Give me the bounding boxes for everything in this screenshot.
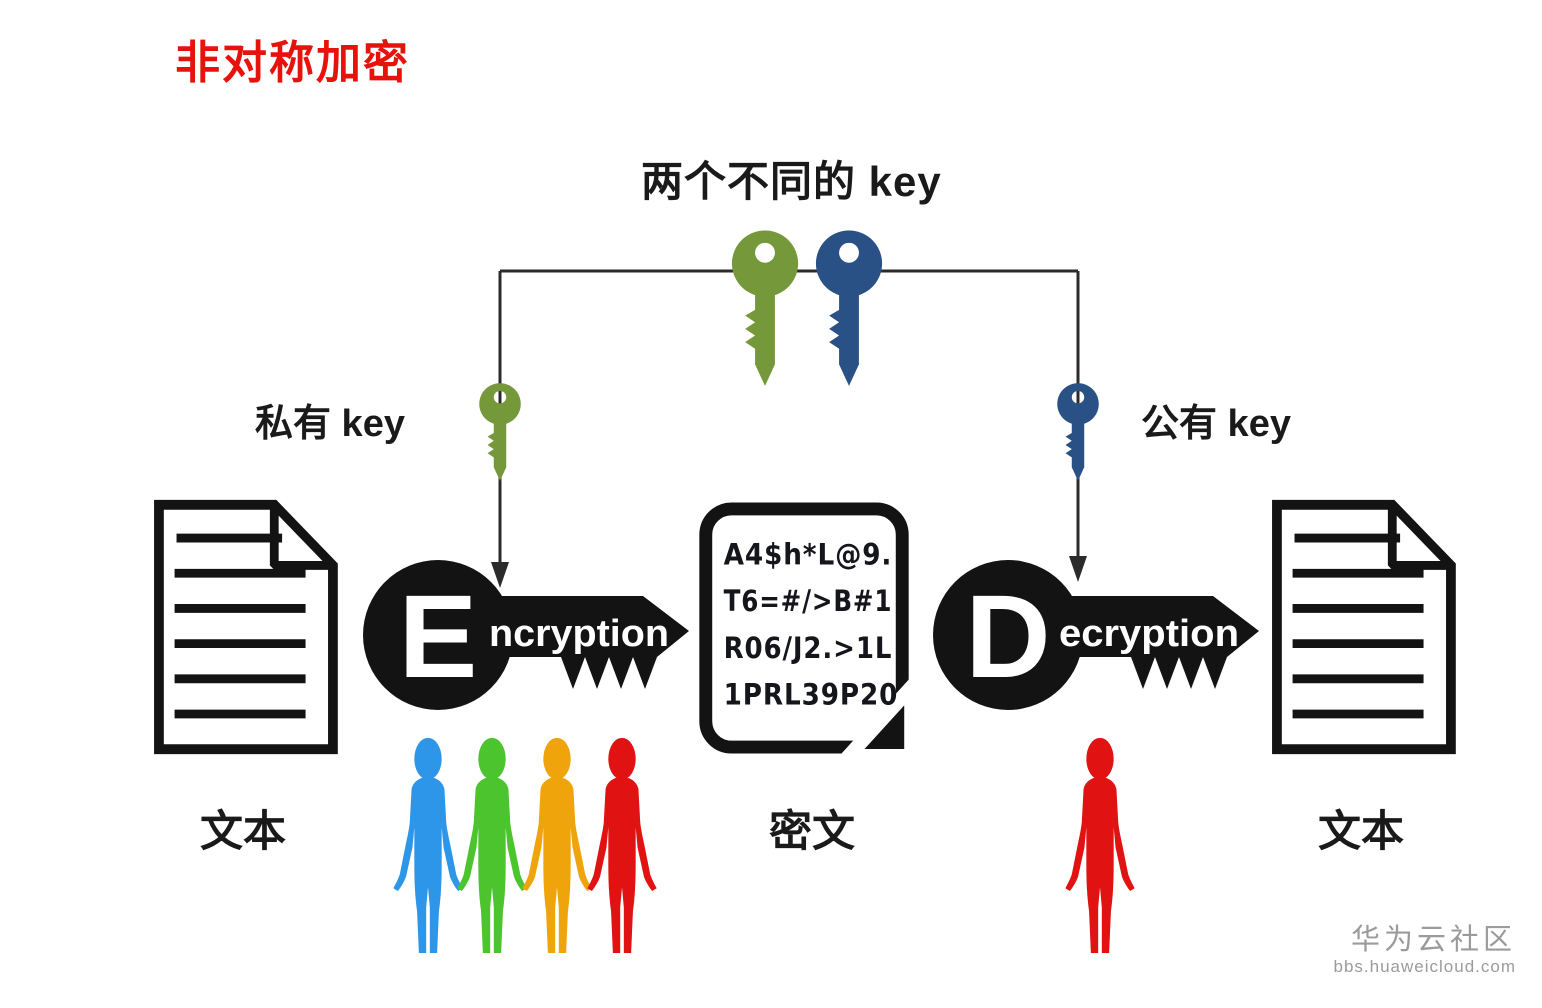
- arrow-head-right: [1069, 556, 1087, 582]
- cipher-line: T6=#/>B#1: [724, 584, 893, 619]
- watermark: 华为云社区 bbs.huaweicloud.com: [1334, 924, 1516, 977]
- cipher-line: 1PRL39P20: [724, 677, 899, 712]
- public-key-label: 公有 key: [1141, 403, 1291, 445]
- private-key-icon: [473, 383, 527, 482]
- person-red-icon: [576, 736, 668, 964]
- page-title: 非对称加密: [175, 37, 411, 88]
- public-key-icon: [1051, 383, 1105, 482]
- decryption-label: ecryption: [1059, 613, 1239, 655]
- blue-key-icon: [806, 229, 892, 389]
- decryption-initial: D: [965, 571, 1050, 703]
- watermark-url: bbs.huaweicloud.com: [1333, 957, 1516, 977]
- green-key-icon: [722, 230, 808, 388]
- document-icon-right: [1263, 497, 1459, 757]
- cipher-line: R06/J2.>1L: [724, 631, 893, 666]
- private-key-label: 私有 key: [255, 403, 405, 445]
- plaintext-label-left: 文本: [200, 808, 286, 856]
- encryption-key-icon: E ncryption: [363, 560, 689, 710]
- encryption-label: ncryption: [489, 613, 669, 655]
- cipher-label: 密文: [769, 808, 855, 856]
- cipher-note: A4$h*L@9. T6=#/>B#1 R06/J2.>1L 1PRL39P20: [699, 502, 911, 755]
- plaintext-label-right: 文本: [1318, 808, 1404, 856]
- document-icon-left: [145, 497, 341, 757]
- watermark-site-name: 华为云社区: [1350, 924, 1516, 956]
- two-keys-caption: 两个不同的 key: [641, 158, 942, 205]
- decryption-key-icon: D ecryption: [933, 560, 1259, 710]
- arrow-head-left: [491, 562, 509, 588]
- cipher-line: A4$h*L@9.: [724, 538, 893, 573]
- person-receiver-icon: [1054, 736, 1146, 964]
- note-fold-icon: [864, 705, 905, 750]
- encryption-initial: E: [399, 571, 478, 703]
